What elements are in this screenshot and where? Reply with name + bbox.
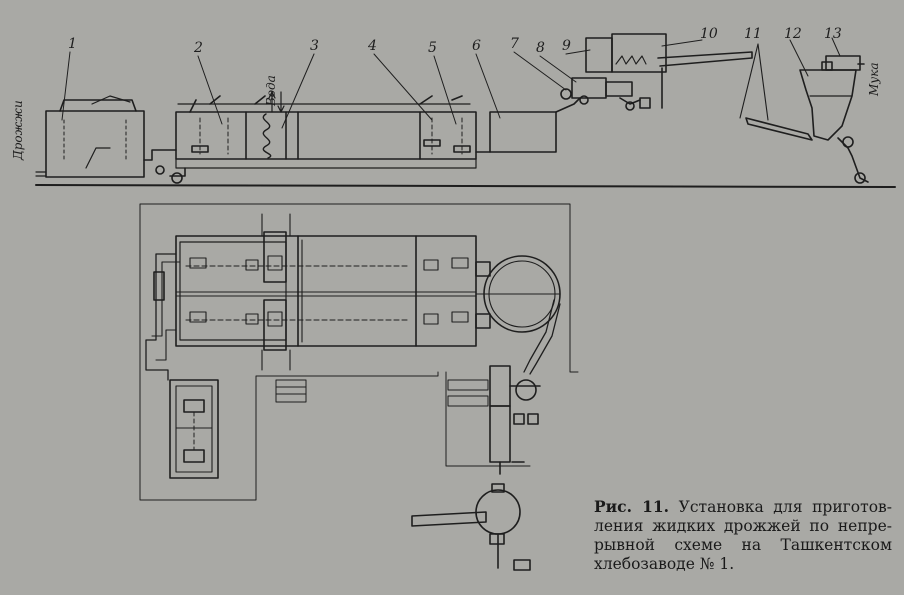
part-number-6: 6 — [472, 38, 481, 54]
sieve-13 — [821, 55, 865, 71]
part-number-9: 9 — [562, 38, 571, 54]
caption-line-4: хлебозаводе № 1. — [594, 555, 735, 573]
part-number-4: 4 — [367, 38, 377, 54]
label-water: Вода — [264, 75, 278, 107]
part-numbers: 1 2 3 4 5 6 7 8 9 10 11 12 13 — [68, 26, 842, 56]
caption-line-1: Рис. 11. Установка для приготов- — [594, 497, 892, 517]
plan-view — [139, 203, 579, 571]
elevation-view — [35, 33, 896, 188]
part-number-7: 7 — [510, 36, 519, 52]
pump-assembly — [447, 365, 541, 475]
caption-head: Рис. 11. — [594, 497, 670, 516]
label-flour: Мука — [867, 62, 881, 97]
room-outline — [139, 203, 579, 501]
round-vessel — [475, 255, 561, 375]
caption-line-2: ления жидких дрожжей по непре- — [594, 517, 892, 535]
part-number-1: 1 — [68, 36, 77, 52]
vessel-6 — [475, 111, 557, 153]
part-number-13: 13 — [824, 26, 842, 42]
feed-pipe — [143, 149, 177, 161]
part-number-8: 8 — [536, 40, 545, 56]
flour-hopper-12 — [799, 69, 869, 184]
part-number-3: 3 — [310, 38, 319, 54]
fermenter-plan — [175, 213, 477, 371]
part-number-10: 10 — [700, 26, 718, 42]
leader-lines — [61, 37, 841, 129]
stairs — [275, 379, 307, 403]
part-number-5: 5 — [428, 40, 437, 56]
figure-caption: Рис. 11. Установка для приготов- ления ж… — [594, 497, 892, 574]
bottom-hopper — [411, 483, 531, 571]
fermenter-vessel — [175, 91, 477, 169]
tank-1 — [35, 95, 145, 178]
floor-line — [35, 184, 896, 188]
mixer-8 — [560, 77, 651, 111]
plan-pipework — [145, 253, 181, 381]
label-yeast: Дрожжи — [11, 100, 25, 161]
part-number-11: 11 — [744, 26, 762, 42]
part-number-2: 2 — [193, 40, 203, 56]
transfer-pipe — [555, 97, 581, 113]
part-number-12: 12 — [784, 26, 802, 42]
caption-line-1-text: Установка для приготов- — [678, 498, 892, 516]
tank-1-plan — [169, 379, 219, 479]
screw-feeder-10 — [611, 33, 753, 109]
caption-line-3: рывной схеме на Ташкентском — [594, 536, 892, 554]
conveyor-11 — [739, 43, 813, 141]
hopper-9 — [585, 37, 613, 73]
